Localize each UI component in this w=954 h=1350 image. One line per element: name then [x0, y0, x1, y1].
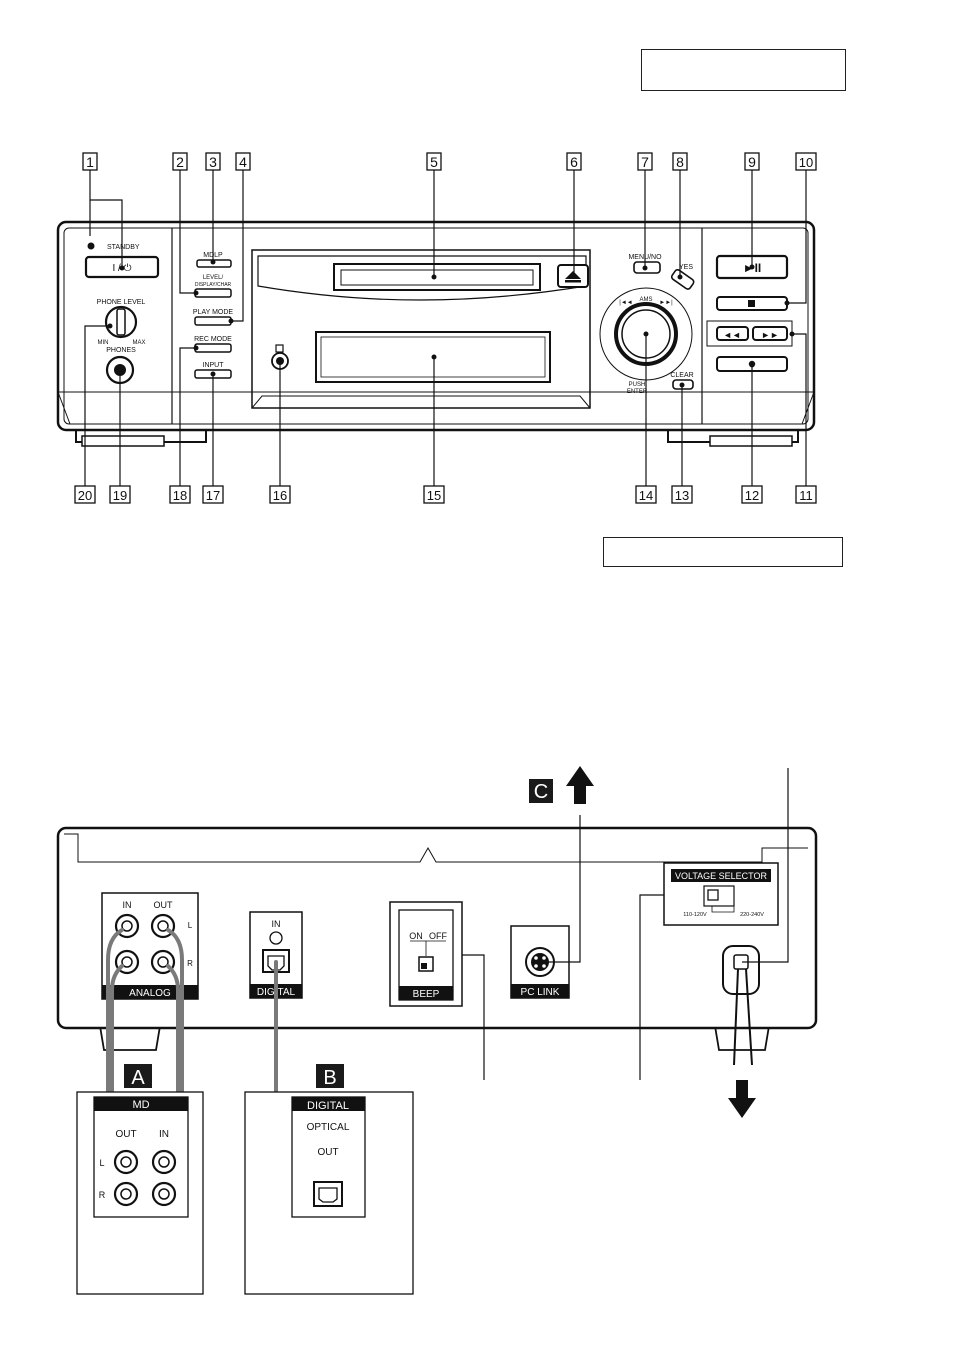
voltage-high-label: 220-240V [740, 912, 764, 918]
callout-18: 18 [173, 488, 187, 503]
front-panel: STANDBY I / ⏻ PHONE LEVEL MIN MAX PHONES… [56, 220, 816, 447]
callout-6: 6 [570, 154, 578, 170]
digital-box-optical-label: OPTICAL [307, 1122, 350, 1133]
marker-c: C [534, 781, 548, 803]
callout-19: 19 [113, 488, 127, 503]
level-label-line1: LEVEL/ [203, 275, 224, 281]
callout-13: 13 [675, 488, 689, 503]
min-label: MIN [98, 340, 109, 346]
level-display-char-button[interactable] [194, 288, 232, 298]
play-mode-button[interactable] [194, 316, 232, 326]
md-out-label: OUT [115, 1129, 136, 1140]
ams-prev-icon: |◄◄ [619, 300, 632, 306]
top-blank-label-box [641, 49, 846, 91]
callout-14: 14 [639, 488, 653, 503]
yes-button[interactable] [670, 268, 695, 291]
standby-label: STANDBY [107, 244, 140, 251]
callout-4: 4 [239, 154, 247, 170]
remote-sensor-icon [275, 344, 284, 353]
power-cord-inlet [722, 945, 760, 995]
marker-c-box [529, 779, 553, 803]
digital-box-out-label: OUT [317, 1147, 338, 1158]
yes-label: YES [679, 264, 693, 271]
md-l-label: L [99, 1158, 104, 1168]
beep-on-label: ON [409, 931, 423, 941]
ams-next-icon: ►►| [659, 300, 673, 306]
pc-link-label: PC LINK [521, 987, 560, 998]
beep-label-bar [399, 986, 453, 1000]
callout-9: 9 [748, 154, 756, 170]
rec-mode-label: REC MODE [194, 336, 232, 343]
ffwd-icon: ►► [761, 330, 779, 340]
phone-level-label: PHONE LEVEL [97, 299, 146, 306]
push-label: PUSH [629, 382, 646, 388]
beep-off-label: OFF [429, 931, 447, 941]
ffwd-button[interactable] [752, 326, 788, 341]
analog-l-label: L [188, 921, 193, 930]
digital-in-label: IN [272, 919, 281, 929]
callout-15: 15 [427, 488, 441, 503]
digital-box-title: DIGITAL [307, 1100, 349, 1112]
callout-leaders [84, 170, 807, 486]
pc-link-label-bar [511, 984, 569, 998]
analog-label: ANALOG [129, 988, 171, 999]
callout-10: 10 [799, 155, 813, 170]
bottom-callouts: 11 12 13 14 15 16 17 18 19 20 [74, 485, 817, 504]
md-device-box: MD OUT IN L R [76, 1091, 204, 1295]
callout-12: 12 [745, 488, 759, 503]
enter-label: ENTER [627, 389, 648, 395]
standby-indicator [87, 242, 95, 250]
marker-a-box [124, 1064, 152, 1088]
callout-5: 5 [430, 154, 438, 170]
callout-20: 20 [78, 488, 92, 503]
analog-label-bar [102, 985, 198, 999]
callout-17: 17 [206, 488, 220, 503]
callout-11: 11 [799, 488, 813, 503]
max-label: MAX [132, 340, 145, 346]
rear-leaders [462, 768, 789, 1080]
rewind-button[interactable] [716, 326, 749, 341]
arrow-down-icon [728, 1080, 756, 1118]
center-section [251, 249, 591, 409]
analog-out-label: OUT [154, 900, 174, 910]
md-in-label: IN [159, 1129, 169, 1140]
md-r-label: R [99, 1190, 106, 1200]
rewind-icon: ◄◄ [723, 330, 741, 340]
marker-b-box [316, 1064, 344, 1088]
md-title: MD [132, 1099, 149, 1111]
callout-dots [107, 259, 795, 388]
callout-2: 2 [176, 154, 184, 170]
top-callouts: 1 2 3 4 5 6 7 8 9 10 [82, 152, 817, 171]
input-label: INPUT [203, 362, 225, 369]
ams-label: AMS [639, 297, 652, 303]
callout-16: 16 [273, 488, 287, 503]
callout-8: 8 [676, 154, 684, 170]
callout-7: 7 [641, 154, 649, 170]
beep-label: BEEP [413, 989, 440, 1000]
play-mode-label: PLAY MODE [193, 309, 234, 316]
arrow-up-icon [566, 766, 594, 804]
phones-label: PHONES [106, 347, 136, 354]
level-label-line2: DISPLAY/CHAR [195, 282, 232, 288]
front-chassis [56, 220, 816, 432]
digital-device-box: DIGITAL OPTICAL OUT [244, 1091, 414, 1295]
voltage-low-label: 110-120V [683, 912, 707, 918]
voltage-selector-label: VOLTAGE SELECTOR [675, 871, 768, 881]
analog-r-label: R [187, 959, 193, 968]
marker-b: B [323, 1067, 336, 1089]
rec-mode-button[interactable] [194, 343, 232, 353]
middle-blank-label-box [603, 537, 843, 567]
marker-a: A [131, 1067, 145, 1089]
clear-label: CLEAR [670, 372, 693, 379]
stop-icon [748, 300, 755, 307]
callout-1: 1 [86, 154, 94, 170]
rear-panel: IN OUT L R ANALOG IN DIGITAL ON OFF [56, 826, 818, 1066]
callout-3: 3 [209, 154, 217, 170]
analog-in-label: IN [123, 900, 132, 910]
